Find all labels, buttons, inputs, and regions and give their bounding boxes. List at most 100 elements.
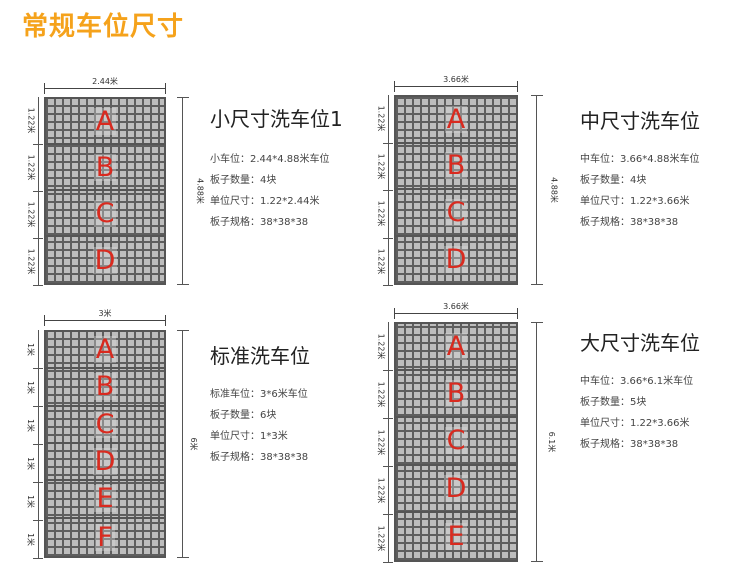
standard-width-dimension: 3米 — [44, 309, 166, 326]
board: C — [46, 407, 164, 444]
board-letter: D — [443, 244, 469, 276]
spec-line: 单位尺寸：1.22*3.66米 — [580, 418, 690, 429]
medium-spec-list: 中车位：3.66*4.88米车位板子数量：4块单位尺寸：1.22*3.66米板子… — [580, 149, 700, 233]
board-dimension: 1.22米 — [23, 191, 43, 239]
spec-line: 板子数量：5块 — [580, 397, 647, 408]
small-length-label: 4.88米 — [195, 178, 205, 204]
board: A — [396, 324, 516, 372]
board-letter: D — [92, 446, 118, 478]
board-dimension: 1米 — [23, 406, 43, 445]
spec-line: 标准车位：3*6米车位 — [210, 389, 308, 400]
board-dimension-label: 1米 — [26, 456, 36, 470]
board-letter: D — [92, 244, 118, 276]
spec-line: 单位尺寸：1.22*3.66米 — [580, 196, 690, 207]
board-dimension: 1.22米 — [373, 418, 393, 467]
board: F — [46, 519, 164, 556]
medium-length-dimension: 4.88米 — [531, 95, 558, 285]
board: E — [396, 513, 516, 560]
standard-title: 标准洗车位 — [210, 344, 310, 368]
board-letter: C — [444, 425, 468, 457]
spec-line: 中车位：3.66*6.1米车位 — [580, 376, 694, 387]
board-dimension-label: 1.22米 — [376, 477, 386, 503]
board-dimension: 1.22米 — [23, 144, 43, 192]
board-dimension-label: 1.22米 — [376, 333, 386, 359]
board-dimension: 1.22米 — [373, 322, 393, 371]
small-length-dimension: 4.88米 — [177, 97, 204, 285]
board-letter: D — [443, 472, 469, 504]
small-spec-list: 小车位：2.44*4.88米车位板子数量：4块单位尺寸：1.22*2.44米板子… — [210, 149, 330, 233]
board: D — [396, 466, 516, 513]
board-dimension-label: 1.22米 — [376, 105, 386, 132]
board: E — [46, 481, 164, 519]
large-length-dimension: 6.1米 — [531, 322, 556, 562]
board-dimension: 1.22米 — [373, 190, 393, 238]
board-dimension-label: 1米 — [26, 342, 36, 356]
page-title: 常规车位尺寸 — [22, 12, 185, 42]
spec-line: 小车位：2.44*4.88米车位 — [210, 154, 330, 165]
board-dimension-label: 1.22米 — [376, 248, 386, 275]
spec-line: 板子规格：38*38*38 — [210, 452, 309, 463]
small-width-dimension: 2.44米 — [44, 77, 166, 94]
board-dimension: 1.22米 — [373, 143, 393, 191]
board: C — [396, 190, 516, 237]
spec-line: 板子数量：6块 — [210, 410, 277, 421]
board-dimension-label: 1.22米 — [26, 107, 36, 134]
board-dimension-label: 1.22米 — [26, 248, 36, 275]
large-spec-list: 中车位：3.66*6.1米车位板子数量：5块单位尺寸：1.22*3.66米板子规… — [580, 371, 693, 455]
medium-length-label: 4.88米 — [549, 177, 559, 203]
spec-line: 板子规格：38*38*38 — [580, 439, 679, 450]
standard-width-label: 3米 — [98, 309, 112, 318]
board-letter: F — [95, 521, 115, 553]
board-dimension: 1米 — [23, 482, 43, 521]
board: B — [396, 371, 516, 419]
board-dimension: 1.22米 — [373, 370, 393, 419]
board-letter: A — [93, 105, 117, 137]
spec-line: 板子数量：4块 — [210, 175, 277, 186]
board-letter: B — [93, 151, 117, 183]
board: A — [46, 332, 164, 370]
board-letter: B — [93, 371, 117, 403]
large-width-label: 3.66米 — [443, 302, 469, 311]
medium-width-label: 3.66米 — [443, 75, 469, 84]
board-dimension-label: 1米 — [26, 532, 36, 546]
standard-length-label: 6米 — [189, 437, 199, 451]
board-dimension-label: 1.22米 — [376, 429, 386, 455]
board-dimension-label: 1.22米 — [376, 525, 386, 551]
board-dimension: 1米 — [23, 330, 43, 369]
board-letter: C — [93, 197, 117, 229]
board: B — [46, 369, 164, 407]
board-letter: B — [444, 150, 468, 182]
board-dimension-label: 1.22米 — [376, 381, 386, 407]
small-title: 小尺寸洗车位1 — [210, 107, 343, 131]
standard-length-dimension: 6米 — [177, 330, 198, 558]
spec-line: 板子数量：4块 — [580, 175, 647, 186]
large-width-dimension: 3.66米 — [394, 302, 518, 319]
standard-spec-list: 标准车位：3*6米车位板子数量：6块单位尺寸：1*3米板子规格：38*38*38 — [210, 384, 308, 468]
board-dimension-label: 1米 — [26, 418, 36, 432]
small-width-label: 2.44米 — [92, 77, 118, 86]
board-dimension: 1米 — [23, 444, 43, 483]
board: A — [396, 97, 516, 144]
board-dimension: 1米 — [23, 368, 43, 407]
large-board-dimensions: 1.22米 1.22米 1.22米 1.22米 1.22米 — [377, 322, 393, 563]
spec-line: 板子规格：38*38*38 — [580, 217, 679, 228]
board-dimension-label: 1.22米 — [376, 200, 386, 227]
board-dimension: 1.22米 — [373, 514, 393, 563]
board: A — [46, 99, 164, 145]
spec-line: 中车位：3.66*4.88米车位 — [580, 154, 700, 165]
board-dimension: 1.22米 — [23, 97, 43, 145]
board-dimension-label: 1米 — [26, 380, 36, 394]
board-letter: A — [444, 331, 468, 363]
medium-title: 中尺寸洗车位 — [580, 109, 700, 133]
board: C — [396, 418, 516, 466]
board-letter: B — [444, 378, 468, 410]
large-length-label: 6.1米 — [546, 431, 556, 453]
large-title: 大尺寸洗车位 — [580, 331, 700, 355]
spec-line: 单位尺寸：1*3米 — [210, 431, 288, 442]
